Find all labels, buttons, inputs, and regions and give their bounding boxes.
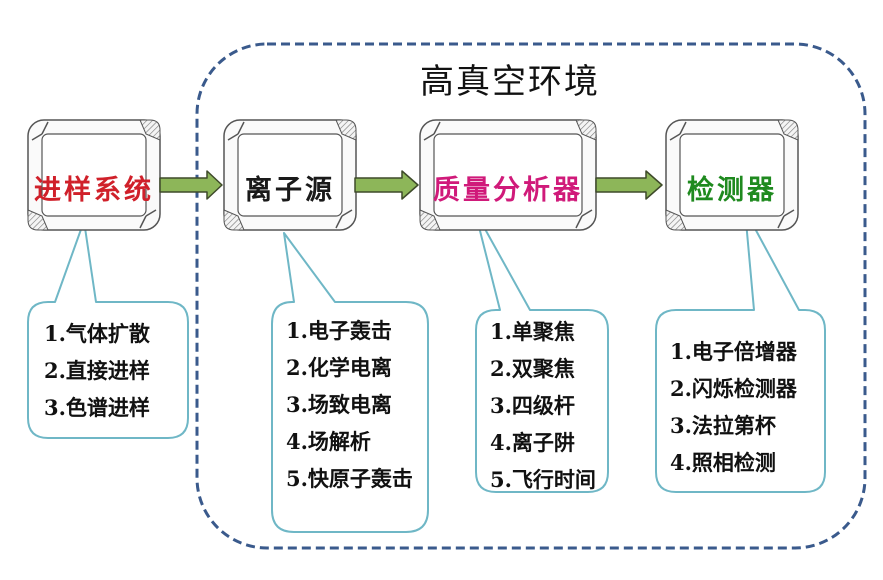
box-inner-face [237, 133, 343, 217]
callout-bubble [27, 220, 189, 439]
detector-types-list: 1.电子倍增器 2.闪烁检测器 3.法拉第杯 4.照相检测 [670, 333, 797, 481]
callout-sample-inlet [27, 220, 189, 439]
box-bevel-top-left [227, 121, 245, 141]
box-bevel-bottom-left [27, 209, 49, 231]
callout-bubble [271, 232, 429, 533]
box-bevel-bottom-right [575, 209, 593, 229]
box-inner-face [679, 133, 785, 217]
stage-label-sample-inlet: 进样系统 [34, 175, 154, 206]
list-item: 1.单聚焦 [490, 319, 575, 344]
list-item: 5.飞行时间 [490, 467, 596, 492]
list-item: 3.四级杆 [490, 393, 575, 418]
box-bevel-bottom-right [335, 209, 353, 229]
list-item: 3.场致电离 [286, 392, 392, 417]
stage-box-sample-inlet [27, 119, 161, 231]
stage-box-ion-source [223, 119, 357, 231]
box-bevel-bottom-right [777, 209, 795, 229]
box-inner-face [41, 133, 147, 217]
arrow-right-icon [354, 170, 419, 200]
box-bevel-top-left [31, 121, 49, 141]
list-item: 5.快原子轰击 [286, 466, 413, 491]
sample-inlet-methods-list: 1.气体扩散 2.直接进样 3.色谱进样 [44, 315, 150, 426]
callout-mass-analyzer [474, 210, 609, 493]
stage-box-detector [665, 119, 799, 231]
box-bevel-bottom-right [139, 209, 157, 229]
stage-label-mass-analyzer: 质量分析器 [433, 175, 583, 206]
list-item: 2.闪烁检测器 [670, 376, 797, 401]
ion-source-types-list: 1.电子轰击 2.化学电离 3.场致电离 4.场解析 5.快原子轰击 [286, 312, 413, 497]
box-bevel-top-left [423, 121, 441, 141]
box-bevel-bottom-left [665, 209, 687, 231]
stage-box-mass-analyzer [419, 119, 597, 231]
list-item: 4.离子阱 [490, 430, 575, 455]
arrow-inlet-to-source [159, 170, 223, 200]
high-vacuum-region-border [195, 42, 867, 550]
arrow-right-icon [159, 170, 223, 200]
callout-ion-source [271, 232, 429, 533]
list-item: 2.直接进样 [44, 358, 150, 383]
mass-analyzer-types-list: 1.单聚焦 2.双聚焦 3.四级杆 4.离子阱 5.飞行时间 [490, 313, 596, 498]
stage-label-detector: 检测器 [687, 175, 777, 206]
high-vacuum-title: 高真空环境 [420, 62, 600, 102]
callout-bubble [655, 209, 826, 493]
arrow-right-icon [595, 170, 663, 200]
list-item: 3.色谱进样 [44, 395, 150, 420]
list-item: 3.法拉第杯 [670, 413, 776, 438]
box-bevel-top-right [777, 119, 799, 141]
box-bevel-top-right [139, 119, 161, 141]
list-item: 2.双聚焦 [490, 356, 575, 381]
stage-label-ion-source: 离子源 [245, 175, 335, 206]
list-item: 2.化学电离 [286, 355, 392, 380]
box-bevel-top-left [669, 121, 687, 141]
box-bevel-bottom-left [223, 209, 245, 231]
box-bevel-top-right [575, 119, 597, 141]
list-item: 1.电子轰击 [286, 318, 392, 343]
list-item: 1.电子倍增器 [670, 339, 797, 364]
callout-bubble [474, 210, 609, 493]
list-item: 1.气体扩散 [44, 321, 150, 346]
box-bevel-top-right [335, 119, 357, 141]
arrow-source-to-analyzer [354, 170, 419, 200]
box-bevel-bottom-left [419, 209, 441, 231]
box-inner-face [433, 133, 583, 217]
callout-detector [655, 209, 826, 493]
list-item: 4.照相检测 [670, 450, 776, 475]
list-item: 4.场解析 [286, 429, 371, 454]
arrow-analyzer-to-detector [595, 170, 663, 200]
